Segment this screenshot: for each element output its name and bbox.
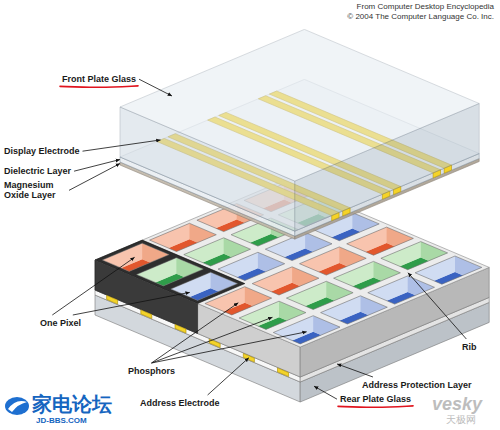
cell-wall: [205, 287, 245, 320]
part-label: Magnesium Oxide Layer: [4, 180, 66, 201]
logo-swoosh: [8, 401, 27, 412]
cell-wall: [273, 316, 313, 349]
part-label: Front Plate Glass: [62, 74, 136, 84]
leader-line: [69, 164, 120, 191]
label-slot: Display Electrode: [4, 146, 80, 156]
label-slot: Front Plate Glass: [62, 74, 136, 84]
address-electrode: [278, 368, 289, 377]
cell-wall: [313, 316, 340, 343]
part-label: Rear Plate Glass: [340, 394, 411, 404]
watermark: vesky: [432, 394, 482, 415]
leader-line: [139, 79, 172, 96]
part-label: Address Protection Layer: [362, 380, 472, 390]
cell-wall: [171, 272, 211, 305]
watermark: 天极网: [446, 414, 476, 426]
cell-wall: [102, 243, 142, 276]
cell-wall: [455, 256, 482, 283]
phosphor-cell: [415, 256, 482, 300]
address-electrode: [141, 310, 152, 319]
part-label: Rib: [462, 342, 477, 352]
credit-note: From Computer Desktop Encyclopedia: [357, 2, 494, 11]
logo-disc: [5, 397, 29, 415]
label-slot: © 2004 The Computer Language Co. Inc.: [347, 12, 494, 21]
label-slot: JD-BBS.COM: [36, 416, 87, 425]
leader-line: [73, 292, 190, 315]
leader-line: [314, 386, 337, 399]
logo-icon: [5, 397, 29, 415]
phosphor-cell: [321, 296, 388, 340]
label-slot: Dielectric Layer: [4, 166, 71, 176]
cell-outline: [321, 296, 388, 324]
address-electrode: [175, 324, 186, 333]
leader-line: [208, 358, 249, 395]
leader-line: [152, 332, 307, 363]
label-slot: Address Protection Layer: [362, 380, 472, 390]
red-underline: [338, 406, 413, 407]
leader-line: [337, 364, 373, 377]
phosphor-cell: [273, 316, 340, 360]
red-underline: [60, 86, 138, 87]
leader-line: [74, 160, 120, 172]
label-slot: Phosphors: [128, 366, 175, 376]
label-slot: 家电论坛: [32, 393, 112, 416]
address-electrode: [107, 295, 118, 304]
phosphor-cell: [368, 276, 435, 320]
part-label: Display Electrode: [4, 146, 80, 156]
label-slot: Rear Plate Glass: [340, 394, 411, 404]
leader-lines: [52, 79, 466, 407]
leader-line: [152, 317, 273, 363]
cell-outline: [368, 276, 435, 304]
label-slot: Rib: [462, 342, 477, 352]
label-slot: One Pixel: [40, 318, 81, 328]
rib-block-face: [95, 260, 300, 377]
label-slot: Magnesium Oxide Layer: [4, 180, 66, 201]
cell-outline: [415, 256, 482, 284]
cell-wall: [137, 258, 177, 291]
cell-wall: [239, 301, 279, 334]
cell-wall: [408, 276, 435, 303]
label-slot: From Computer Desktop Encyclopedia: [357, 2, 494, 11]
part-label: Phosphors: [128, 366, 175, 376]
leader-line: [83, 140, 161, 151]
watermark: JD-BBS.COM: [36, 416, 87, 425]
leader-line: [52, 257, 134, 315]
label-slot: Address Electrode: [140, 398, 220, 408]
panel-drawing: [95, 29, 489, 402]
part-label: Address Electrode: [140, 398, 220, 408]
cell-wall: [361, 296, 388, 323]
part-label: One Pixel: [40, 318, 81, 328]
cell-outline: [273, 316, 340, 344]
leader-line: [408, 273, 466, 339]
credit-note: © 2004 The Computer Language Co. Inc.: [347, 12, 494, 21]
watermark: 家电论坛: [32, 393, 112, 416]
front-glass-top: [120, 29, 479, 181]
label-slot: 天极网: [446, 414, 476, 426]
label-slot: vesky: [432, 394, 482, 415]
part-label: Dielectric Layer: [4, 166, 71, 176]
